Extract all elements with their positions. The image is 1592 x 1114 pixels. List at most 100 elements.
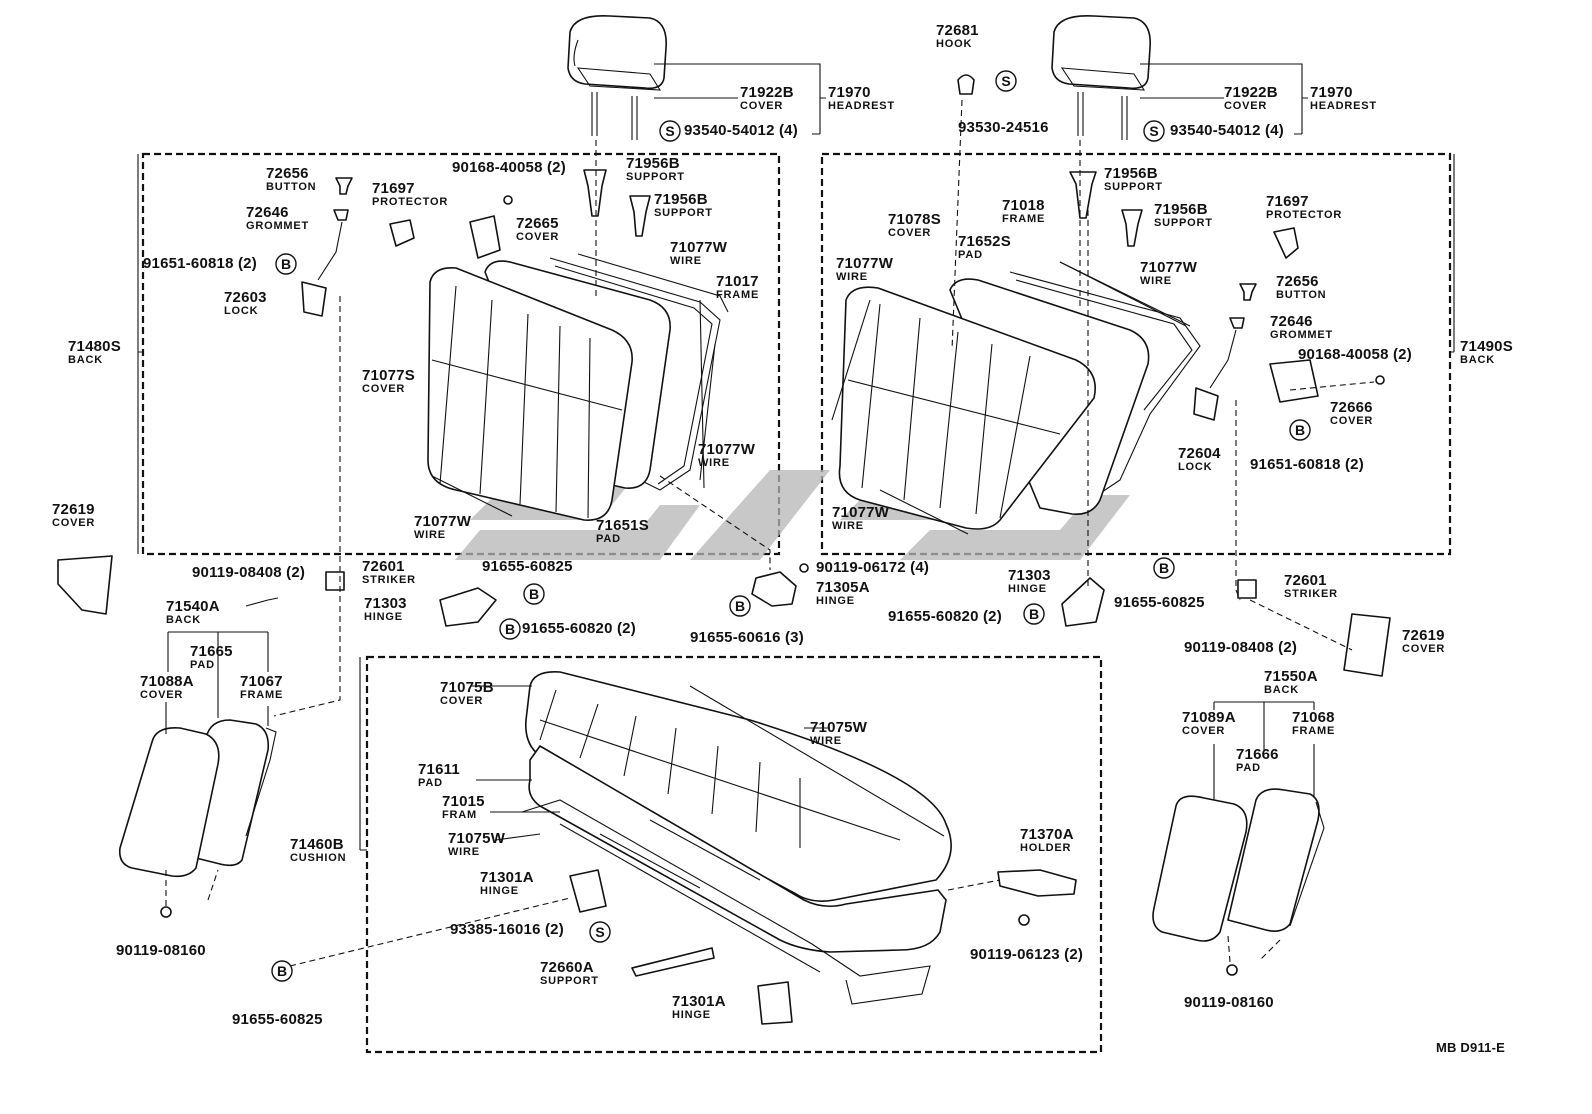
part-name: WIRE: [832, 520, 864, 532]
part-name: PROTECTOR: [1266, 209, 1342, 221]
support-72660a: [631, 947, 715, 977]
screw-90168-left: [503, 195, 513, 205]
callout-91655-60825-a: 91655-60825: [482, 558, 572, 575]
part-number: 71089A: [1182, 709, 1236, 726]
symbol-bolt-text-5: B: [1295, 422, 1305, 438]
part-number: 71077W: [1140, 259, 1198, 276]
part-number: 90119-08408 (2): [1184, 639, 1297, 656]
part-number: 93540-54012 (4): [684, 122, 798, 139]
symbol-screw-text-1: S: [665, 123, 674, 139]
seatback-left-cover: [427, 266, 633, 521]
callout-91651-r: 91651-60818 (2): [1250, 456, 1364, 473]
part-number: 71075B: [440, 679, 494, 696]
wire-71077w-left-bottom: [431, 475, 513, 517]
cover-72666: [1269, 359, 1319, 403]
part-name: FRAM: [442, 809, 477, 821]
symbol-bolt-text-2: B: [529, 586, 539, 602]
part-number: 72646: [1270, 313, 1313, 330]
part-number: 72601: [362, 558, 405, 575]
hinge-71303-right: [1061, 577, 1105, 627]
part-number: 71956B: [626, 155, 680, 172]
part-name: COVER: [740, 100, 783, 112]
part-name: COVER: [52, 517, 95, 529]
hinge-71303-left: [439, 587, 497, 627]
part-name: GROMMET: [246, 220, 309, 232]
part-name: SUPPORT: [1154, 217, 1213, 229]
part-name: PAD: [190, 659, 215, 671]
part-name: BACK: [68, 354, 103, 366]
part-name: COVER: [1402, 643, 1445, 655]
part-number: 90119-06123 (2): [970, 946, 1083, 963]
part-name: BACK: [166, 614, 201, 626]
part-number: 93540-54012 (4): [1170, 122, 1284, 139]
bolt-90119-06123: [1018, 914, 1030, 926]
cushion-frame: [521, 799, 931, 1005]
part-name: COVER: [516, 231, 559, 243]
frame-cushion: [365, 655, 1103, 1054]
support-71956b-a: [583, 169, 607, 217]
support-71956b-c: [1069, 171, 1097, 219]
symbol-bolt-text-3: B: [505, 621, 515, 637]
callout-93540-r: 93540-54012 (4): [1170, 122, 1284, 139]
part-number: 71480S: [68, 338, 121, 355]
part-number: 71077W: [832, 504, 890, 521]
small-back-left: [118, 719, 277, 878]
part-name: HINGE: [816, 595, 855, 607]
button-72656-right: [1239, 283, 1257, 301]
part-number: 90119-08408 (2): [192, 564, 305, 581]
symbol-bolt-4: B: [729, 595, 751, 617]
part-number: 71075W: [448, 830, 506, 847]
bolt-90119-08408-left: [245, 597, 279, 607]
part-name: COVER: [140, 689, 183, 701]
symbol-screw-text-3: S: [1149, 123, 1158, 139]
hinge-71301a-b: [757, 981, 793, 1025]
part-number: 71078S: [888, 211, 941, 228]
part-name: PAD: [596, 533, 621, 545]
symbol-screw-1: S: [659, 120, 681, 142]
part-number: 71666: [1236, 746, 1279, 763]
part-number: 71697: [372, 180, 415, 197]
frame-right-back: [820, 152, 1452, 556]
part-number: 71956B: [1154, 201, 1208, 218]
part-number: 71540A: [166, 598, 220, 615]
part-number: 71305A: [816, 579, 870, 596]
part-name: BUTTON: [1276, 289, 1326, 301]
part-number: 71077S: [362, 367, 415, 384]
part-number: 91655-60820 (2): [888, 608, 1002, 625]
part-name: SUPPORT: [654, 207, 713, 219]
symbol-bolt-text-4: B: [735, 598, 745, 614]
support-71956b-b: [629, 195, 651, 237]
part-number: 90168-40058 (2): [1298, 346, 1412, 363]
symbol-screw-3: S: [1143, 120, 1165, 142]
part-number: 71303: [364, 595, 407, 612]
part-name: HINGE: [1008, 583, 1047, 595]
lock-72603: [301, 281, 327, 317]
leader-lines: [137, 63, 1455, 967]
part-number: 71956B: [1104, 165, 1158, 182]
headrest-right: [1051, 15, 1151, 140]
part-number: 71301A: [672, 993, 726, 1010]
bolt-90119-08160-right: [1226, 964, 1238, 976]
hinge-71301a-a: [569, 869, 607, 913]
part-number: 71970: [1310, 84, 1353, 101]
part-number: 71301A: [480, 869, 534, 886]
wire-71077w-right-side: [831, 299, 871, 421]
